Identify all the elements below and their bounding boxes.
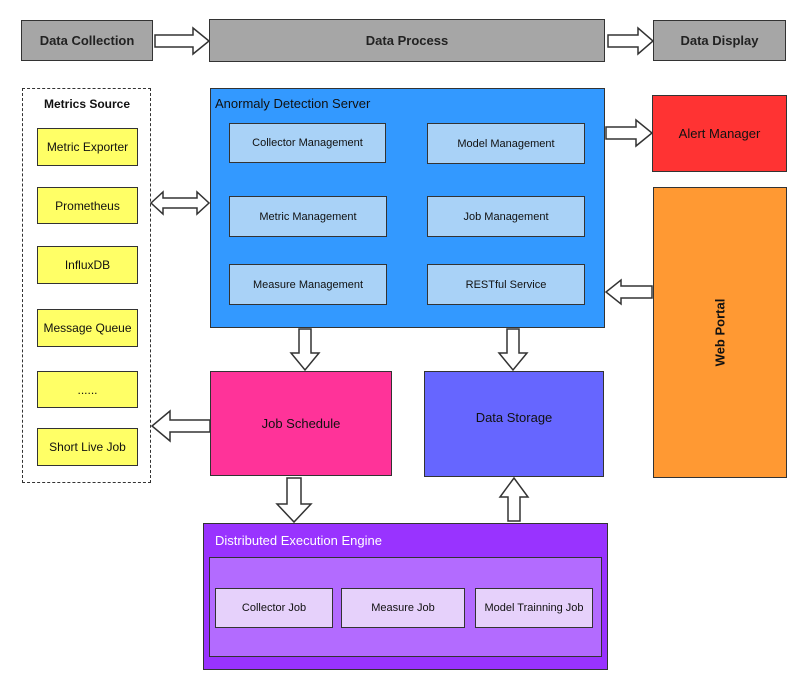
model-training-job-box: Model Trainning Job <box>475 588 593 628</box>
source-item-label: Short Live Job <box>49 440 126 454</box>
engine-job-label: Collector Job <box>241 602 307 614</box>
metric-management-module: Metric Management <box>229 196 387 237</box>
source-item-label: Prometheus <box>55 198 120 213</box>
job-schedule-box: Job Schedule <box>210 371 392 476</box>
source-item-metric-exporter: Metric Exporter <box>37 128 138 166</box>
data-display-label: Data Display <box>680 33 759 48</box>
data-collection-label: Data Collection <box>39 33 135 48</box>
source-item-influxdb: InfluxDB <box>37 246 138 284</box>
metrics-source-title: Metrics Source <box>44 97 131 111</box>
module-label: Job Management <box>463 210 549 223</box>
job-management-module: Job Management <box>427 196 585 237</box>
arrow-schedule-to-engine <box>275 477 313 524</box>
arrow-server-to-alert <box>605 118 654 148</box>
engine-title: Distributed Execution Engine <box>215 533 382 548</box>
source-item-label: Metric Exporter <box>46 140 129 154</box>
collector-job-box: Collector Job <box>215 588 333 628</box>
arrow-server-to-storage <box>497 328 529 372</box>
source-item-message-queue: Message Queue <box>37 309 138 347</box>
data-display-box: Data Display <box>653 20 786 61</box>
data-process-box: Data Process <box>209 19 605 62</box>
data-storage-label: Data Storage <box>475 409 553 425</box>
arrow-schedule-to-source <box>150 409 211 443</box>
arrow-server-to-schedule <box>289 328 321 372</box>
job-schedule-label: Job Schedule <box>261 416 341 431</box>
module-label: Metric Management <box>259 210 357 223</box>
web-portal-box: Web Portal <box>653 187 787 478</box>
arrow-portal-to-restful <box>604 278 653 306</box>
measure-management-module: Measure Management <box>229 264 387 305</box>
source-item-prometheus: Prometheus <box>37 187 138 224</box>
arrow-process-to-display <box>607 26 655 56</box>
engine-job-label: Model Trainning Job <box>484 602 584 614</box>
source-item-label: Message Queue <box>43 321 132 335</box>
restful-service-module: RESTful Service <box>427 264 585 305</box>
source-item-short-live-job: Short Live Job <box>37 428 138 466</box>
source-item-label: ...... <box>77 382 98 397</box>
model-management-module: Model Management <box>427 123 585 164</box>
data-storage-box: Data Storage <box>424 371 604 477</box>
arrow-source-server-bidirectional <box>149 190 211 216</box>
arrow-engine-to-storage <box>498 476 530 522</box>
alert-manager-label: Alert Manager <box>678 126 761 141</box>
collector-management-module: Collector Management <box>229 123 386 163</box>
data-process-label: Data Process <box>365 33 449 48</box>
alert-manager-box: Alert Manager <box>652 95 787 172</box>
data-collection-box: Data Collection <box>21 20 153 61</box>
engine-job-label: Measure Job <box>371 602 435 614</box>
source-item-ellipsis: ...... <box>37 371 138 408</box>
server-title: Anormaly Detection Server <box>215 96 371 111</box>
source-item-label: InfluxDB <box>64 258 111 272</box>
measure-job-box: Measure Job <box>341 588 465 628</box>
module-label: Measure Management <box>252 278 364 291</box>
arrow-collection-to-process <box>154 26 211 56</box>
module-label: RESTful Service <box>465 278 547 291</box>
module-label: Collector Management <box>252 137 363 149</box>
module-label: Model Management <box>457 137 555 150</box>
